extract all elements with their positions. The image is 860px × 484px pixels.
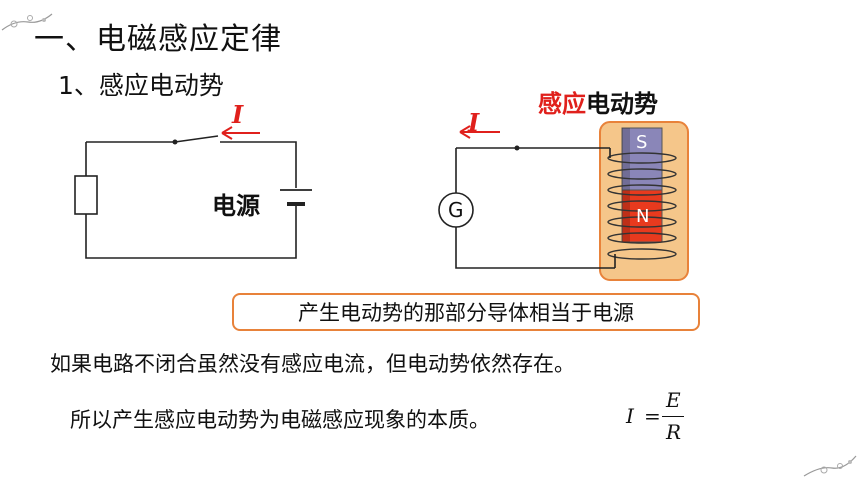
callout-text: 产生电动势的那部分导体相当于电源 [298, 301, 634, 325]
magnet-n-label: N [636, 206, 650, 227]
emf-label-red-part: 感应 [538, 90, 586, 118]
page-title: 一、电磁感应定律 [34, 22, 282, 57]
galvanometer-circle [438, 192, 474, 228]
left-circuit-diagram [74, 126, 312, 259]
formula-numerator: E [666, 388, 681, 412]
current-symbol-right: I [468, 108, 480, 137]
body-line-1: 如果电路不闭合虽然没有感应电流，但电动势依然存在。 [50, 352, 575, 376]
body-line-2: 所以产生感应电动势为电磁感应现象的本质。 [70, 408, 490, 432]
decor-branch-top-left-icon [1, 13, 53, 31]
decor-branch-bottom-right-icon [803, 455, 857, 477]
formula-denominator: R [666, 420, 682, 444]
formula-fraction-bar [662, 416, 684, 417]
right-circuit-diagram [438, 121, 689, 281]
ohms-law-formula: I = E R [618, 388, 698, 448]
power-source-label: 电源 [212, 192, 260, 220]
section-subtitle: 1、感应电动势 [58, 71, 224, 100]
current-symbol-left: I [232, 100, 244, 129]
formula-lhs: I [626, 404, 634, 428]
resistor [74, 175, 98, 215]
formula-equals: = [644, 404, 661, 428]
coil-windings [607, 152, 677, 260]
magnet-s-label: S [636, 132, 648, 153]
galvanometer-label: G [448, 198, 464, 222]
switch-blade [174, 135, 219, 143]
callout-box: 产生电动势的那部分导体相当于电源 [232, 293, 700, 331]
emf-label-black-part: 电动势 [586, 90, 658, 118]
emf-label: 感应电动势 [538, 84, 658, 119]
